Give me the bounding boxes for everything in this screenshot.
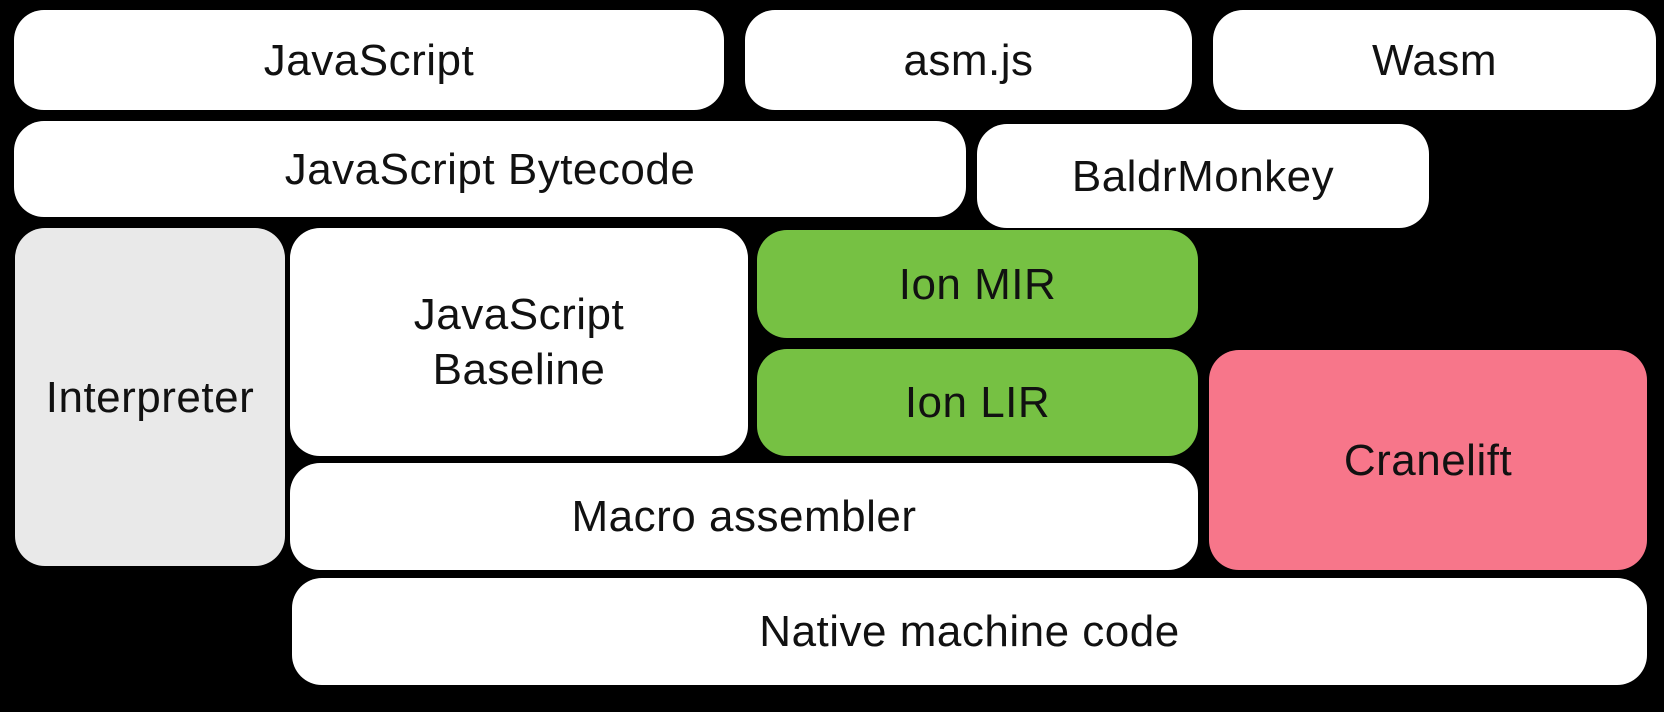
node-ion-mir: Ion MIR	[757, 230, 1198, 338]
node-wasm: Wasm	[1213, 10, 1656, 110]
node-baldrmonkey: BaldrMonkey	[977, 124, 1429, 228]
baseline-label-line1: JavaScript	[413, 290, 625, 339]
node-javascript-baseline: JavaScript Baseline	[290, 228, 748, 456]
node-javascript-bytecode: JavaScript Bytecode	[14, 121, 966, 217]
baseline-label-line2: Baseline	[432, 345, 606, 394]
node-ion-lir: Ion LIR	[757, 349, 1198, 456]
node-javascript-baseline-label: JavaScript Baseline	[414, 287, 624, 397]
node-cranelift: Cranelift	[1209, 350, 1647, 570]
node-native-machine-code: Native machine code	[292, 578, 1647, 685]
node-asmjs: asm.js	[745, 10, 1192, 110]
node-javascript: JavaScript	[14, 10, 724, 110]
node-macro-assembler: Macro assembler	[290, 463, 1198, 570]
node-interpreter: Interpreter	[15, 228, 285, 566]
